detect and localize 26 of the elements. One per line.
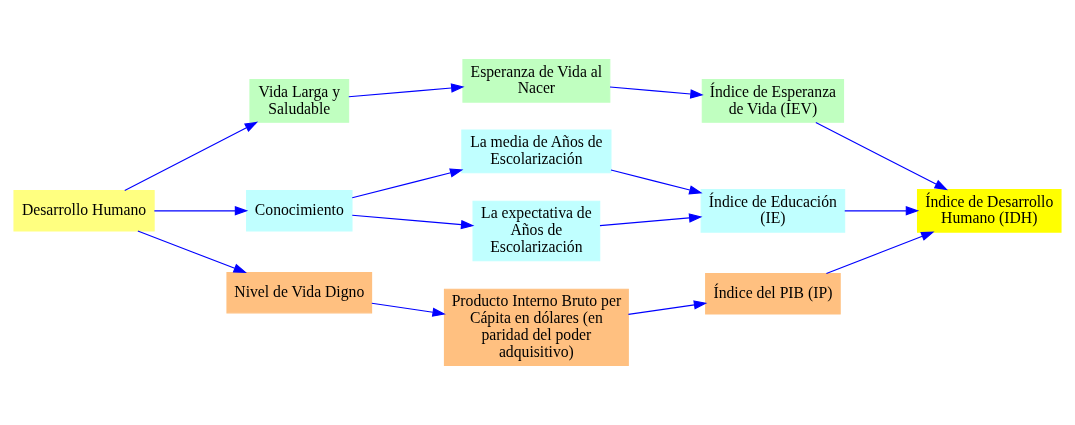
node-box: Índice del PIB (IP) [705, 273, 841, 315]
arrow [599, 213, 703, 227]
node-box: Esperanza de Vida al Nacer [462, 58, 611, 103]
node-box: Vida Larga y Saludable [249, 79, 350, 123]
node-box: Índice de Esperanza de Vida (IEV) [701, 79, 845, 123]
arrow [825, 231, 935, 275]
arrow [609, 86, 704, 99]
node-box: Desarrollo Humano [13, 190, 155, 232]
node-box: La expectativa de Años de Escolarización [472, 200, 601, 262]
arrow [627, 300, 708, 315]
node-box: Producto Interno Bruto per Cápita en dólares (en paridad del poder adquisitivo) [443, 288, 629, 367]
arrow [844, 206, 920, 216]
arrow [348, 83, 465, 98]
node-box: Índice de Desarrollo Humano (IDH) [916, 188, 1062, 233]
node-box: Conocimiento [246, 190, 353, 232]
arrow [371, 302, 446, 317]
arrow [610, 169, 703, 195]
arrow [124, 121, 259, 191]
node-box: La media de Años de Escolarización [461, 129, 612, 174]
node-box: Nivel de Vida Digno [226, 271, 373, 314]
arrow [351, 214, 475, 230]
arrow [351, 168, 464, 199]
arrow [137, 230, 247, 273]
arrow [153, 206, 249, 216]
node-box: Índice de Educación (IE) [700, 188, 846, 233]
arrow [815, 121, 948, 191]
